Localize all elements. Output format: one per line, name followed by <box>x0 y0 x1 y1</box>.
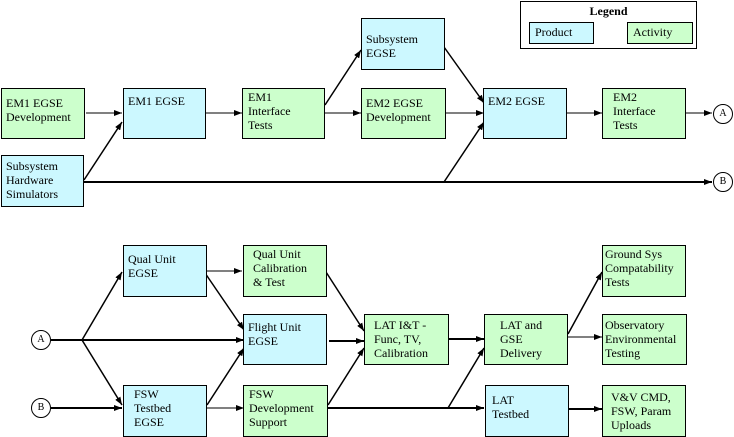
node-label-line: Simulators <box>6 187 59 201</box>
node-label-line: Interface <box>613 104 656 118</box>
node-label-line: Func, TV, <box>374 332 422 346</box>
edge-latgse-ground <box>567 271 603 335</box>
connector-b-out[interactable]: B <box>713 172 733 192</box>
node-label-line: Environmental <box>605 332 677 346</box>
node-label-line: EGSE <box>134 415 164 429</box>
node-label-line: Tests <box>248 118 273 132</box>
edge-a-qual <box>81 271 123 341</box>
node-label-line: Qual Unit <box>253 247 301 261</box>
node-label-line: LAT I&T - <box>374 318 427 332</box>
node-label-line: LAT and <box>500 318 543 332</box>
node-label-line: Calibration <box>253 261 307 275</box>
node-label-line: Delivery <box>500 346 542 360</box>
node-label-line: EM2 EGSE <box>488 94 545 108</box>
edge-subegse-em2egse <box>443 46 485 104</box>
node-label-line: Uploads <box>611 418 651 432</box>
node-label-line: Ground Sys <box>605 247 663 261</box>
node-label-line: Compatability <box>605 261 674 275</box>
connector-b-in[interactable]: B <box>31 398 51 418</box>
node-label-line: Subsystem <box>6 159 59 173</box>
edge-em1it-subegse <box>324 49 362 106</box>
node-label-line: EGSE <box>248 334 278 348</box>
node-label-line: Calibration <box>374 346 428 360</box>
legend-title: Legend <box>589 4 628 18</box>
node-label-line: GSE <box>500 332 523 346</box>
legend-activity-swatch: Activity <box>627 22 693 44</box>
node-label-line: V&V CMD, <box>611 390 671 404</box>
node-em2-egse[interactable]: EM2 EGSE <box>483 88 567 139</box>
node-label-line: EM1 EGSE <box>6 96 63 110</box>
node-label-line: Testing <box>605 346 641 360</box>
node-label-line: LAT <box>492 393 514 407</box>
edge-hwsim-em2egse <box>443 121 485 183</box>
edge-qual-flight <box>204 272 245 331</box>
node-label-line: FSW <box>249 387 274 401</box>
legend-product-label: Product <box>535 25 573 39</box>
connector-a-out[interactable]: A <box>713 104 733 124</box>
node-label-line: EM2 <box>613 90 637 104</box>
node-label-line: Observatory <box>605 318 665 332</box>
edge-a-fswtb <box>81 339 123 406</box>
edge-fswdev-latit <box>327 347 365 406</box>
node-label-line: Hardware <box>6 173 54 187</box>
node-label-line: Testbed <box>492 407 530 421</box>
node-label-line: Tests <box>605 275 630 289</box>
node-label-line: EM2 EGSE <box>366 96 423 110</box>
node-label-line: Flight Unit <box>248 320 302 334</box>
node-label-line: Development <box>249 401 314 415</box>
edge-fswdev-latgse <box>447 347 485 409</box>
node-lat-integration-test[interactable]: LAT I&T -Func, TV,Calibration <box>364 314 449 365</box>
node-label-line: Support <box>249 415 288 429</box>
node-label-line: Development <box>366 110 431 124</box>
legend-activity-label: Activity <box>633 25 673 39</box>
edge-qualcal-latit <box>325 271 365 332</box>
connector-a-in[interactable]: A <box>31 330 51 350</box>
node-label-line: FSW <box>134 387 159 401</box>
legend: Legend Product Activity <box>520 1 697 49</box>
node-label-line: FSW, Param <box>611 404 672 418</box>
node-label-line: EM1 EGSE <box>128 94 185 108</box>
node-label-line: EGSE <box>366 46 396 60</box>
node-em1-egse[interactable]: EM1 EGSE <box>123 88 206 139</box>
node-label-line: & Test <box>253 275 285 289</box>
node-label-line: Tests <box>613 118 638 132</box>
node-label-line: EM1 <box>248 90 272 104</box>
node-label-line: Development <box>6 110 71 124</box>
node-label-line: EGSE <box>128 266 158 280</box>
node-label-line: Subsystem <box>366 32 419 46</box>
node-label-line: Testbed <box>134 401 172 415</box>
legend-product-swatch: Product <box>529 22 594 44</box>
node-label-line: Qual Unit <box>128 252 176 266</box>
edge-fswtb-flight <box>206 347 245 406</box>
node-label-line: Interface <box>248 104 291 118</box>
edge-hwsim-em1egse <box>83 121 123 181</box>
